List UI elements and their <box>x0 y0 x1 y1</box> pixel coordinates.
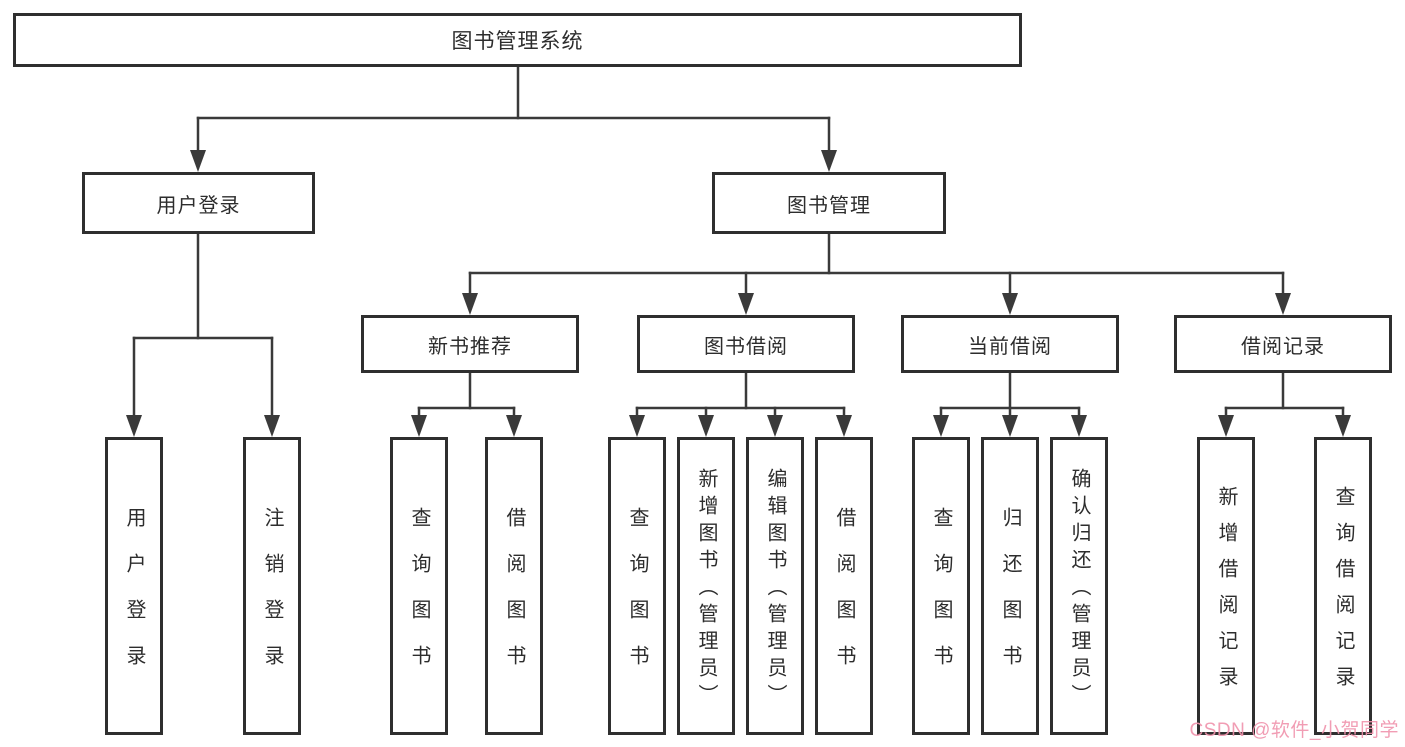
node-user-login-label: 用户登录 <box>156 194 241 217</box>
leaf-borrow-books-label: 借阅图书 <box>833 507 855 691</box>
leaf-add-borrow-record: 新增借阅记录 <box>1197 437 1255 735</box>
leaf-edit-books-admin: 编辑图书（管理员） <box>746 437 804 735</box>
node-book-mgmt-label: 图书管理 <box>787 194 871 217</box>
leaf-add-borrow-record-label: 新增借阅记录 <box>1215 486 1237 702</box>
node-root-label: 图书管理系统 <box>451 30 584 53</box>
leaf-query-books-borrow: 查询图书 <box>608 437 666 735</box>
leaf-return-books-label: 归还图书 <box>999 507 1021 691</box>
leaf-confirm-return-admin-label: 确认归还（管理员） <box>1068 468 1090 711</box>
leaf-logout-label: 注销登录 <box>261 507 283 691</box>
leaf-borrow-books-recommend-label: 借阅图书 <box>503 507 525 691</box>
leaf-confirm-return-admin: 确认归还（管理员） <box>1050 437 1108 735</box>
node-borrow-record-label: 借阅记录 <box>1241 335 1325 358</box>
leaf-query-borrow-record: 查询借阅记录 <box>1314 437 1372 735</box>
leaf-logout: 注销登录 <box>243 437 301 735</box>
leaf-user-login: 用户登录 <box>105 437 163 735</box>
node-root: 图书管理系统 <box>13 13 1022 67</box>
node-current-borrow-label: 当前借阅 <box>968 335 1052 358</box>
leaf-user-login-label: 用户登录 <box>123 507 145 691</box>
connector-new-book-children <box>411 371 522 437</box>
node-new-book-recommend-label: 新书推荐 <box>428 335 512 358</box>
node-book-borrow-label: 图书借阅 <box>704 335 788 358</box>
node-new-book-recommend: 新书推荐 <box>361 315 579 373</box>
connector-book-mgmt-to-level2 <box>462 232 1291 315</box>
leaf-add-books-admin-label: 新增图书（管理员） <box>695 468 717 711</box>
connector-book-borrow-children <box>629 371 852 437</box>
node-book-borrow: 图书借阅 <box>637 315 855 373</box>
leaf-query-books-recommend: 查询图书 <box>390 437 448 735</box>
node-borrow-record: 借阅记录 <box>1174 315 1392 373</box>
node-book-mgmt: 图书管理 <box>712 172 946 234</box>
connector-root-to-level1 <box>190 65 837 172</box>
leaf-add-books-admin: 新增图书（管理员） <box>677 437 735 735</box>
node-user-login: 用户登录 <box>82 172 315 234</box>
node-current-borrow: 当前借阅 <box>901 315 1119 373</box>
leaf-return-books: 归还图书 <box>981 437 1039 735</box>
leaf-edit-books-admin-label: 编辑图书（管理员） <box>764 468 786 711</box>
leaf-query-books-borrow-label: 查询图书 <box>626 507 648 691</box>
connector-current-borrow-children <box>933 371 1087 437</box>
leaf-query-borrow-record-label: 查询借阅记录 <box>1332 486 1354 702</box>
connector-user-login-children <box>126 232 280 437</box>
leaf-borrow-books-recommend: 借阅图书 <box>485 437 543 735</box>
connector-borrow-record-children <box>1218 371 1351 437</box>
csdn-watermark: CSDN @软件_小贺同学 <box>1189 720 1399 741</box>
leaf-query-books-current-label: 查询图书 <box>930 507 952 691</box>
leaf-borrow-books: 借阅图书 <box>815 437 873 735</box>
leaf-query-books-recommend-label: 查询图书 <box>408 507 430 691</box>
leaf-query-books-current: 查询图书 <box>912 437 970 735</box>
